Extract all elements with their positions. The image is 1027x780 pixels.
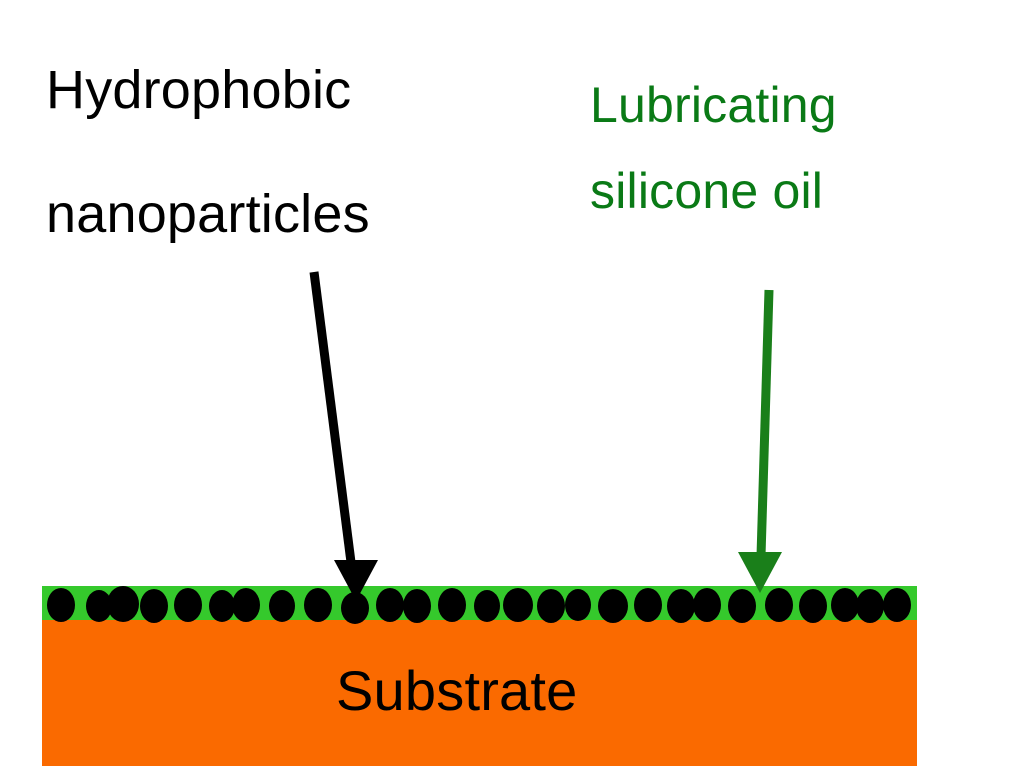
nanoparticle [799,589,827,623]
nanoparticle [474,590,500,622]
nanoparticle-pointer-arrow [309,271,378,601]
substrate-layer [42,619,917,766]
nanoparticle [634,588,662,622]
lubricating-silicone-oil-label: Lubricating silicone oil [590,77,837,219]
nanoparticle [174,588,202,622]
nanoparticle [47,588,75,622]
nanoparticle [565,589,591,621]
nanoparticle [831,588,859,622]
nanoparticle [269,590,295,622]
nanoparticle [403,589,431,623]
nanoparticle [667,589,695,623]
nanoparticle [140,589,168,623]
oil-pointer-arrow [738,289,782,593]
nanoparticle [728,589,756,623]
nanoparticle [693,588,721,622]
nanoparticle [107,586,139,622]
nanoparticle [438,588,466,622]
nanoparticle [209,590,235,622]
hydrophobic-nanoparticles-label: Hydrophobic nanoparticles [46,60,370,244]
nanoparticle [765,588,793,622]
nanoparticle [232,588,260,622]
nanoparticle [598,589,628,623]
nanoparticle [376,588,404,622]
nanoparticle [304,588,332,622]
nanoparticle [503,588,533,622]
nanoparticle [341,592,369,624]
substrate-label: Substrate [336,659,578,722]
nanoparticle [856,589,884,623]
nanoparticle [537,589,565,623]
nanoparticle [883,588,911,622]
